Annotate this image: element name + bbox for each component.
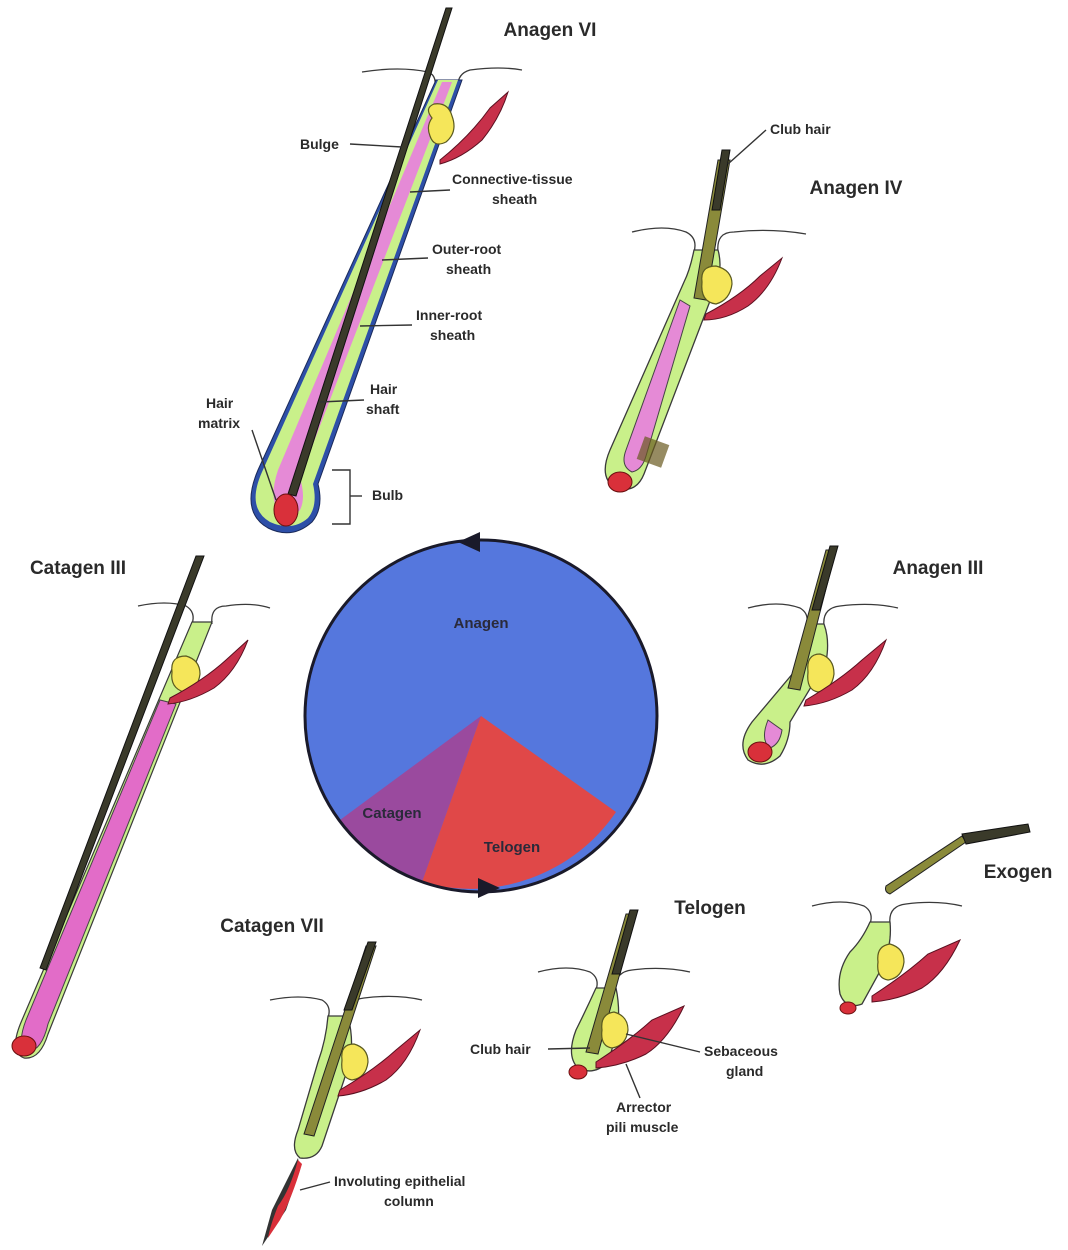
pie-label-catagen: Catagen — [362, 805, 421, 822]
label-ct-sheath-2: sheath — [492, 191, 537, 207]
label-involuting-2: column — [384, 1193, 434, 1209]
label-outer-root-2: sheath — [446, 261, 491, 277]
label-hair-shaft-2: shaft — [366, 401, 400, 417]
label-arrector-1: Arrector — [616, 1099, 672, 1115]
label-hair-matrix-1: Hair — [206, 395, 234, 411]
bulb-bracket — [332, 470, 350, 524]
stage-title-anagen-vi: Anagen VI — [504, 20, 597, 41]
follicle-catagen-iii — [12, 556, 270, 1058]
stage-title-catagen-iii: Catagen III — [30, 558, 126, 579]
label-club-hair-top: Club hair — [770, 121, 831, 137]
label-involuting-1: Involuting epithelial — [334, 1173, 465, 1189]
skin-surface-right — [458, 68, 522, 90]
label-hair-shaft-1: Hair — [370, 381, 398, 397]
stage-title-anagen-iv: Anagen IV — [810, 178, 903, 199]
follicle-exogen — [812, 824, 1030, 1014]
label-arrector-2: pili muscle — [606, 1119, 679, 1135]
label-club-hair-telogen: Club hair — [470, 1041, 531, 1057]
pie-label-telogen: Telogen — [484, 839, 540, 856]
label-inner-root-1: Inner-root — [416, 307, 482, 323]
stage-title-anagen-iii: Anagen III — [893, 558, 984, 579]
follicle-anagen-iv — [605, 150, 806, 492]
stage-title-exogen: Exogen — [984, 862, 1053, 883]
follicle-telogen — [538, 910, 690, 1079]
pie-label-anagen: Anagen — [453, 615, 508, 632]
label-outer-root-1: Outer-root — [432, 241, 502, 257]
label-sebaceous-1: Sebaceous — [704, 1043, 778, 1059]
stage-title-catagen-vii: Catagen VII — [220, 916, 323, 937]
label-bulge: Bulge — [300, 136, 339, 152]
stage-title-telogen: Telogen — [674, 898, 745, 919]
hair-cycle-pie: Anagen Catagen Telogen — [305, 532, 657, 898]
label-hair-matrix-2: matrix — [198, 415, 240, 431]
label-bulb: Bulb — [372, 487, 403, 503]
label-sebaceous-2: gland — [726, 1063, 763, 1079]
label-inner-root-2: sheath — [430, 327, 475, 343]
label-ct-sheath-1: Connective-tissue — [452, 171, 573, 187]
follicle-anagen-iii — [743, 546, 898, 764]
